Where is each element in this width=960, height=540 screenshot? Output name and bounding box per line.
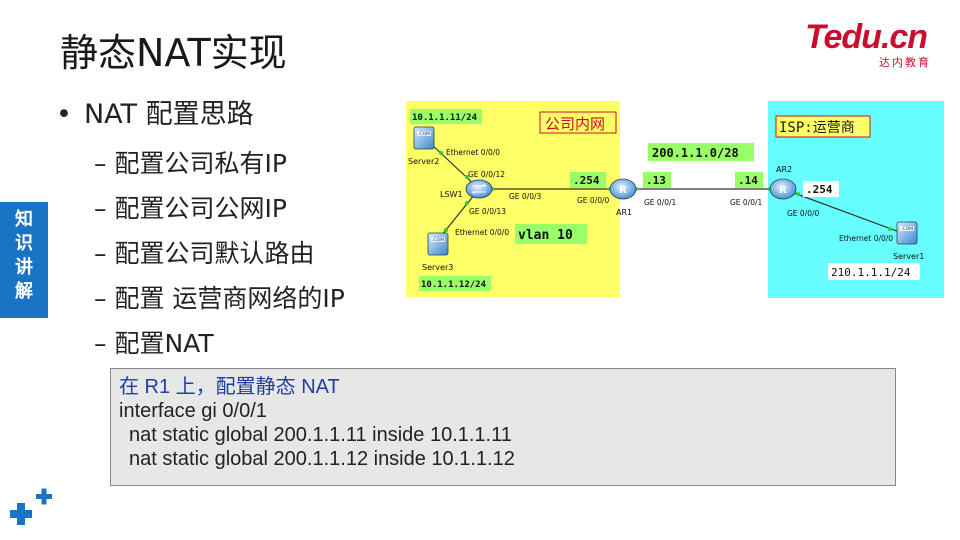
link-ar2-srv1 <box>782 188 906 235</box>
plus-icon <box>10 488 52 525</box>
lsw1-name: LSW1 <box>440 190 463 199</box>
company-label: 公司内网 <box>545 115 605 133</box>
sub-item-text: 配置公司默认路由 <box>114 239 315 268</box>
port-label: GE 0/0/13 <box>469 207 506 216</box>
server1-ip: 210.1.1.1/24 <box>831 266 911 279</box>
sub-item: – 配置公司私有IP <box>94 149 287 178</box>
ar2-name: AR2 <box>776 165 792 174</box>
isp-label: ISP:运营商 <box>779 120 855 136</box>
svg-text:R: R <box>779 185 787 196</box>
side-tab-knowledge[interactable]: 知 识 讲 解 <box>0 202 48 318</box>
sub-item: – 配置 运营商网络的IP <box>94 284 345 313</box>
sub-item-text: 配置 运营商网络的IP <box>114 284 345 313</box>
port-label: Ethernet 0/0/0 <box>446 148 500 157</box>
tedu-logo: Tedu.cn 达内教育 <box>805 18 935 69</box>
svg-text:.COM: .COM <box>432 237 444 243</box>
main-bullet: • NAT 配置思路 <box>56 92 254 131</box>
ar1-name: AR1 <box>616 208 632 217</box>
server3-ip: 10.1.1.12/24 <box>421 280 487 290</box>
side-tab-char: 讲 <box>15 257 33 278</box>
isp-zone <box>768 101 944 298</box>
ar1-lan-ip: .254 <box>573 174 600 187</box>
code-line: nat static global 200.1.1.12 inside 10.1… <box>129 448 515 470</box>
sub-item-text: 配置公司公网IP <box>114 194 287 223</box>
port-label: Ethernet 0/0/0 <box>455 228 509 237</box>
vlan-label: vlan 10 <box>518 228 573 243</box>
server2-name: Server2 <box>408 157 439 166</box>
port-label: GE 0/0/3 <box>509 192 542 201</box>
link-srv2-lsw1 <box>429 142 480 190</box>
svg-text:R: R <box>619 185 627 196</box>
code-line: nat static global 200.1.1.11 inside 10.1… <box>129 424 512 446</box>
sub-item: – 配置公司默认路由 <box>94 239 315 268</box>
company-zone <box>406 101 620 297</box>
config-code-box: 在 R1 上，配置静态 NAT interface gi 0/0/1 nat s… <box>110 368 896 486</box>
svg-text:.COM: .COM <box>418 131 430 137</box>
switch-icon <box>465 179 493 199</box>
server2-ip: 10.1.1.11/24 <box>412 113 478 123</box>
server1-icon: .COM <box>896 221 918 245</box>
server1-name: Server1 <box>893 252 924 261</box>
router-icon: R <box>769 178 797 200</box>
port-label: GE 0/0/0 <box>577 196 610 205</box>
svg-text:.COM: .COM <box>901 226 913 232</box>
code-line: interface gi 0/0/1 <box>119 400 267 422</box>
router-icon: R <box>609 178 637 200</box>
ar2-lan-ip: .254 <box>806 183 833 196</box>
server3-name: Server3 <box>422 263 453 272</box>
logo-subtext: 达内教育 <box>879 56 931 69</box>
side-tab-char: 解 <box>15 281 33 302</box>
sub-item-text: 配置NAT <box>114 329 214 358</box>
ar2-wan-ip: .14 <box>738 174 758 187</box>
sub-item: – 配置NAT <box>94 329 214 358</box>
code-comment: 在 R1 上，配置静态 NAT <box>119 376 340 398</box>
sub-item-text: 配置公司私有IP <box>114 149 287 178</box>
port-label: GE 0/0/12 <box>468 170 505 179</box>
main-bullet-text: NAT 配置思路 <box>83 99 254 130</box>
slide-title: 静态NAT实现 <box>60 31 287 75</box>
bullet-dot-icon: • <box>56 99 72 130</box>
link-lsw1-srv3 <box>436 188 480 242</box>
ar1-wan-ip: .13 <box>646 174 666 187</box>
server2-icon: .COM <box>413 126 435 150</box>
logo-text: Tedu.cn <box>805 18 928 56</box>
port-label: GE 0/0/0 <box>787 209 820 218</box>
sub-item: – 配置公司公网IP <box>94 194 287 223</box>
side-tab-char: 识 <box>15 233 33 254</box>
port-label: GE 0/0/1 <box>730 198 763 207</box>
side-tab-char: 知 <box>15 209 33 230</box>
wan-network: 200.1.1.0/28 <box>652 146 739 160</box>
port-label: GE 0/0/1 <box>644 198 677 207</box>
server3-icon: .COM <box>427 232 449 256</box>
port-label: Ethernet 0/0/0 <box>839 234 893 243</box>
